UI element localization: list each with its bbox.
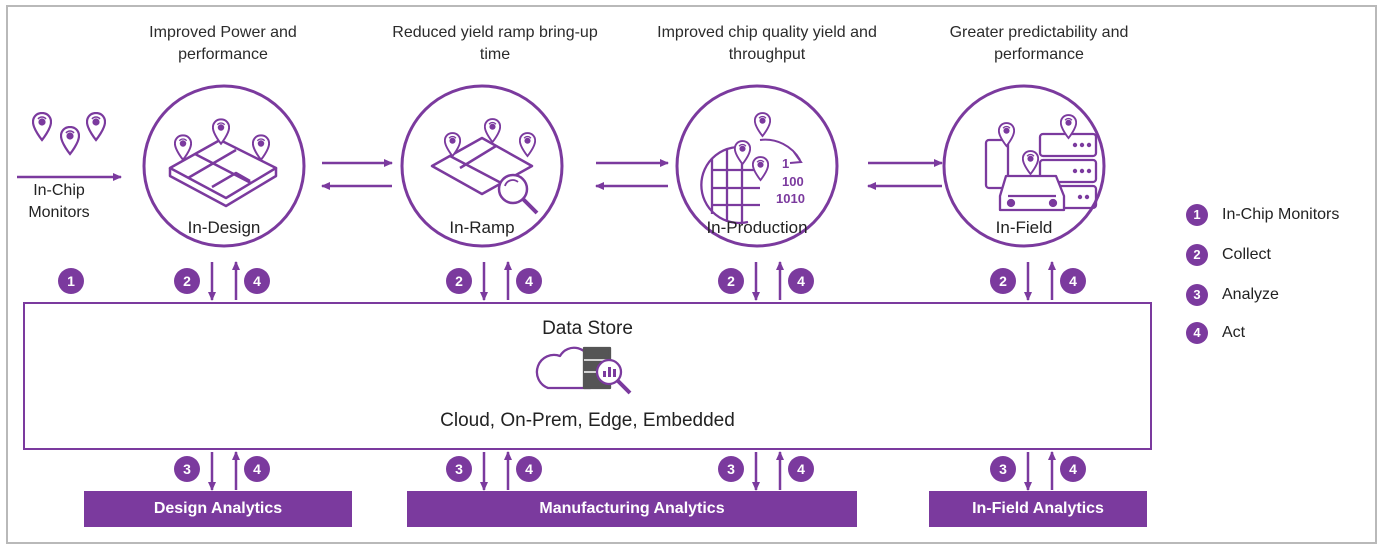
manufacturing-analytics-bar: Manufacturing Analytics — [407, 491, 857, 527]
badge-act-field-analytics: 4 — [1060, 456, 1086, 482]
analyze-act-arrows-bottom — [208, 451, 1056, 491]
stage-label-design: In-Design — [187, 218, 261, 237]
monitors-label: In-Chip Monitors — [28, 182, 90, 221]
server-status-dots — [1072, 142, 1092, 200]
badge-collect-field: 2 — [990, 268, 1016, 294]
legend-label-act: Act — [1222, 324, 1246, 341]
data-store-title: Data Store — [542, 318, 633, 339]
caption-ramp: Reduced yield ramp bring-up time — [392, 24, 598, 63]
stage-circle-ramp — [400, 84, 564, 248]
legend-badge-4: 4 — [1186, 322, 1208, 344]
binary-digit-100: 100 — [782, 174, 804, 189]
badge-analyze-manufacturing-2: 3 — [718, 456, 744, 482]
ramp-map-icon — [430, 136, 539, 215]
stage-label-field: In-Field — [995, 218, 1053, 237]
legend-label-collect: Collect — [1222, 246, 1271, 263]
collect-act-arrows-top — [208, 261, 1056, 301]
legend-badge-2: 2 — [1186, 244, 1208, 266]
badge-act-field: 4 — [1060, 268, 1086, 294]
badge-analyze-field: 3 — [990, 456, 1016, 482]
stage-label-ramp: In-Ramp — [449, 218, 515, 237]
badge-act-design-analytics: 4 — [244, 456, 270, 482]
badge-act-manufacturing-2: 4 — [788, 456, 814, 482]
caption-production: Improved chip quality yield and throughp… — [657, 24, 877, 63]
data-store-subtitle: Cloud, On-Prem, Edge, Embedded — [440, 410, 735, 431]
badge-in-chip-monitors: 1 — [58, 268, 84, 294]
diagram-frame — [6, 5, 1377, 544]
badge-analyze-manufacturing-1: 3 — [446, 456, 472, 482]
design-analytics-bar: Design Analytics — [84, 491, 352, 527]
binary-digit-1: 1 — [782, 156, 789, 171]
legend-badge-1: 1 — [1186, 204, 1208, 226]
caption-design: Improved Power and performance — [149, 24, 297, 63]
design-map-icon — [168, 138, 278, 208]
stage-arrows — [321, 159, 943, 190]
legend-label-monitors: In-Chip Monitors — [1222, 206, 1340, 223]
badge-act-manufacturing-1: 4 — [516, 456, 542, 482]
cloud-database-icon — [535, 346, 632, 395]
binary-digit-1010: 1010 — [776, 191, 805, 206]
caption-field: Greater predictability and performance — [949, 24, 1129, 63]
badge-act-design: 4 — [244, 268, 270, 294]
stage-label-production: In-Production — [706, 218, 808, 237]
legend-label-analyze: Analyze — [1222, 286, 1279, 303]
badge-collect-ramp: 2 — [446, 268, 472, 294]
monitor-pins-icon — [32, 112, 106, 156]
stage-circle-design — [142, 84, 306, 248]
badge-collect-production: 2 — [718, 268, 744, 294]
badge-collect-design: 2 — [174, 268, 200, 294]
legend-badge-3: 3 — [1186, 284, 1208, 306]
data-store-box: Data Store Cloud, On-Prem, Edge, Embedde… — [23, 302, 1152, 450]
in-field-analytics-bar: In-Field Analytics — [929, 491, 1147, 527]
badge-act-production: 4 — [788, 268, 814, 294]
badge-analyze-design: 3 — [174, 456, 200, 482]
badge-act-ramp: 4 — [516, 268, 542, 294]
field-server-car-icon — [984, 132, 1098, 212]
